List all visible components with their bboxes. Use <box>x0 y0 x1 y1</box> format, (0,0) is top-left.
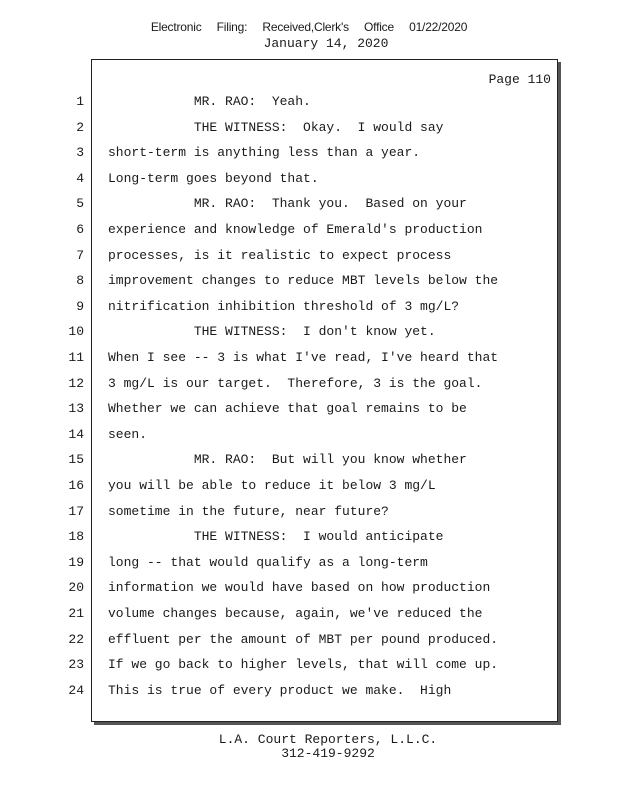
line-text: When I see -- 3 is what I've read, I've … <box>108 350 499 365</box>
line-number: 5 <box>76 196 84 212</box>
line-number: 10 <box>68 324 84 340</box>
filing-word-3: Received,Clerk's <box>262 20 349 34</box>
filing-word-4: Office <box>364 20 394 34</box>
line-number: 19 <box>68 554 84 570</box>
line-text: THE WITNESS: I don't know yet. <box>108 324 436 340</box>
line-text: MR. RAO: But will you know whether <box>108 452 467 468</box>
filing-word-1: Electronic <box>150 20 202 34</box>
line-number: 6 <box>76 222 84 237</box>
transcript-page: Page 110 <box>91 59 558 722</box>
line-number: 3 <box>76 145 84 161</box>
line-number: 22 <box>68 631 84 647</box>
line-text: long -- that would qualify as a long-ter… <box>108 554 428 570</box>
line-number: 8 <box>76 273 84 289</box>
footer-company: L.A. Court Reporters, L.L.C. <box>218 732 438 747</box>
line-text: processes, is it realistic to expect pro… <box>108 247 452 263</box>
line-number: 1 <box>76 94 84 109</box>
line-text: THE WITNESS: Okay. I would say <box>108 119 444 135</box>
line-text: seen. <box>108 426 148 442</box>
line-number: 15 <box>68 452 84 468</box>
page-number: Page 110 <box>488 72 551 87</box>
line-text: volume changes because, again, we've red… <box>108 606 483 621</box>
line-text: Whether we can achieve that goal remains… <box>108 401 467 417</box>
line-text: 3 mg/L is our target. Therefore, 3 is th… <box>108 375 483 391</box>
line-number: 13 <box>68 401 84 417</box>
filing-stamp: Electronic Filing: Received,Clerk's Offi… <box>0 20 618 34</box>
footer-phone: 312-419-9292 <box>281 746 375 761</box>
line-number: 20 <box>68 580 84 596</box>
line-text: experience and knowledge of Emerald's pr… <box>108 222 483 237</box>
line-text: nitrification inhibition threshold of 3 … <box>108 298 460 314</box>
line-text: THE WITNESS: I would anticipate <box>108 529 444 545</box>
line-number: 9 <box>76 298 84 314</box>
line-number: 11 <box>68 350 84 365</box>
line-text: improvement changes to reduce MBT levels… <box>108 273 499 289</box>
line-number: 7 <box>76 247 84 263</box>
line-text: information we would have based on how p… <box>108 580 491 596</box>
line-text: Long-term goes beyond that. <box>108 170 319 186</box>
line-text: This is true of every product we make. H… <box>108 682 452 698</box>
line-text: MR. RAO: Thank you. Based on your <box>108 196 467 212</box>
line-text: MR. RAO: Yeah. <box>108 94 311 109</box>
line-number: 17 <box>68 503 84 519</box>
line-text: effluent per the amount of MBT per pound… <box>108 631 499 647</box>
line-text: short-term is anything less than a year. <box>108 145 421 161</box>
transcript-date: January 14, 2020 <box>263 36 389 51</box>
line-number: 14 <box>68 426 84 442</box>
line-number: 12 <box>68 375 84 391</box>
filing-word-5: 01/22/2020 <box>409 20 468 34</box>
line-number: 24 <box>68 682 84 698</box>
line-text: If we go back to higher levels, that wil… <box>108 657 499 673</box>
line-number: 2 <box>76 119 84 135</box>
line-text: you will be able to reduce it below 3 mg… <box>108 478 436 493</box>
line-number: 18 <box>68 529 84 545</box>
line-number: 21 <box>68 606 84 621</box>
line-number: 4 <box>76 170 84 186</box>
filing-word-2: Filing: <box>216 20 248 34</box>
line-number: 16 <box>68 478 84 493</box>
line-text: sometime in the future, near future? <box>108 503 389 519</box>
line-number: 23 <box>68 657 84 673</box>
